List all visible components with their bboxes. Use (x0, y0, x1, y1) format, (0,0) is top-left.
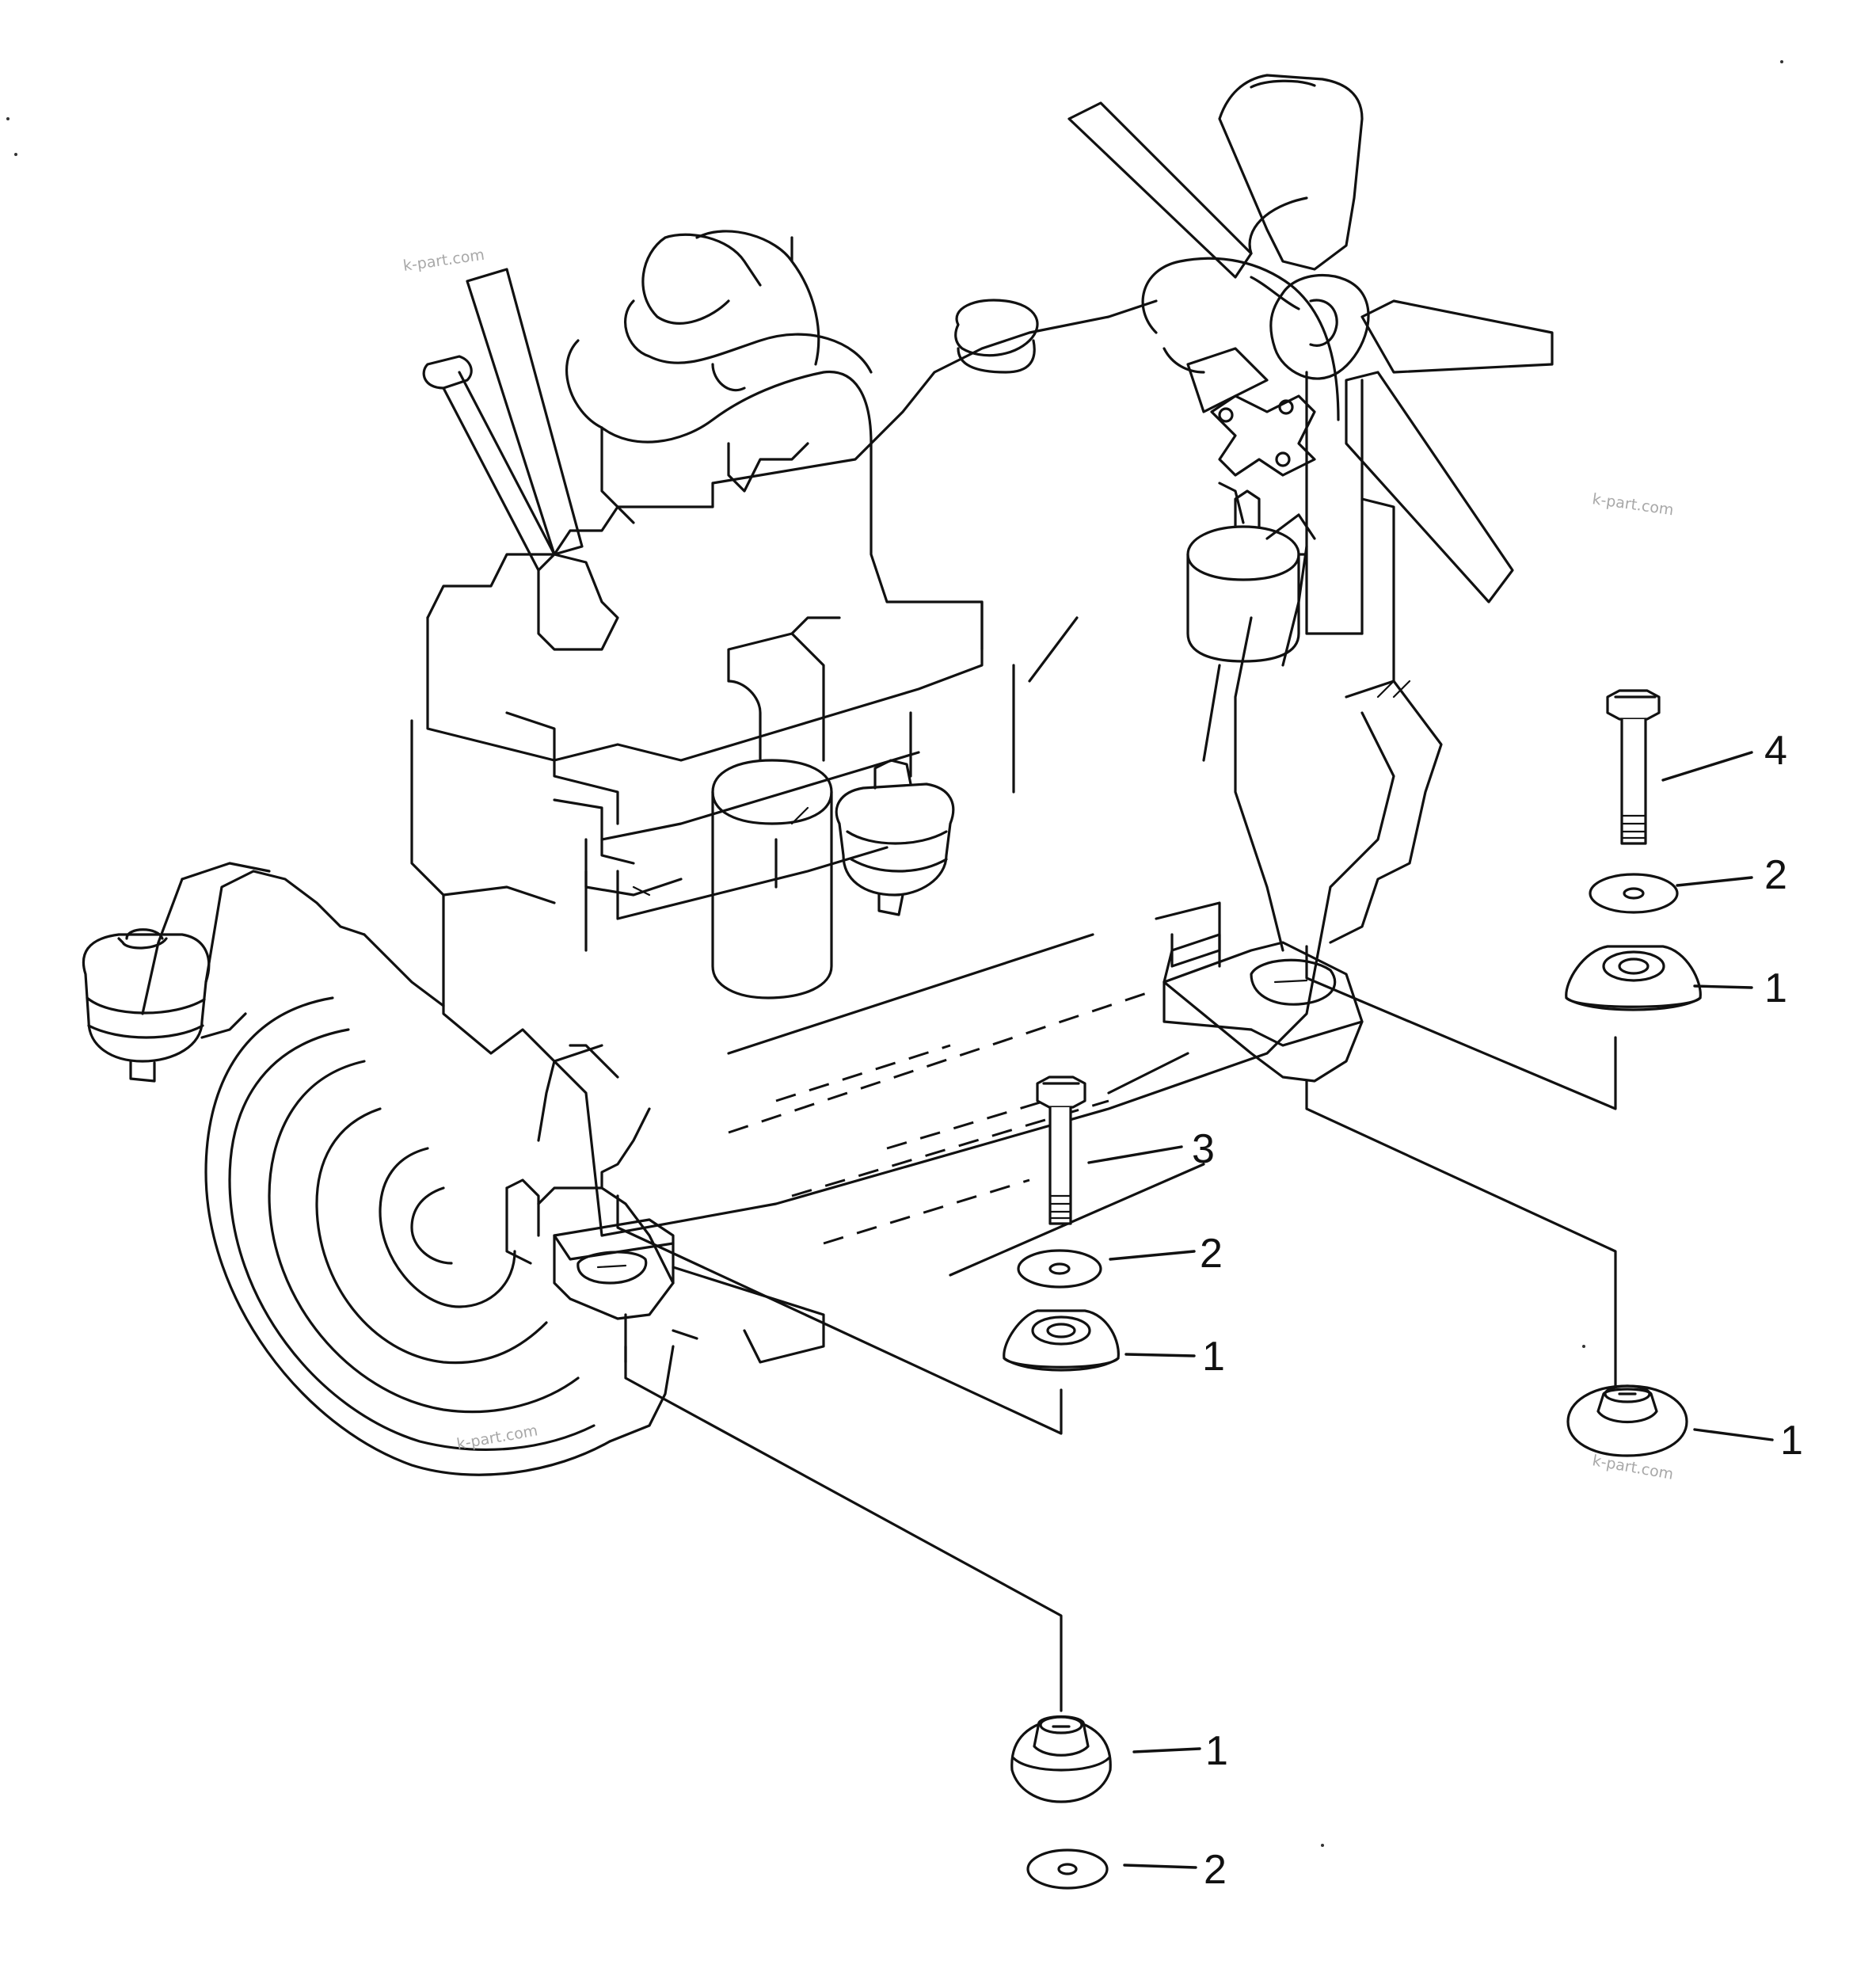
fuel-filter (1186, 489, 1316, 667)
callout-2-bottom: 2 (1204, 1847, 1227, 1893)
callout-2-right: 2 (1764, 852, 1787, 898)
bolt-4 (1606, 689, 1661, 845)
callout-labels: 4 2 1 3 2 1 1 1 2 (1192, 728, 1803, 1893)
left-cushion-on-bracket (82, 862, 366, 1083)
callout-1-bottom: 1 (1205, 1728, 1228, 1774)
oil-filler-cap (954, 299, 1039, 374)
callout-1-right-lower: 1 (1780, 1418, 1803, 1464)
callout-1-center: 1 (1202, 1334, 1225, 1380)
callout-leaders (1087, 751, 1774, 1869)
bolt-3 (1036, 1076, 1086, 1225)
intake-manifold (565, 230, 984, 651)
engine-block (410, 299, 1443, 1277)
watermark-top-right: k-part.com (1591, 490, 1675, 519)
thermostat-housing (1210, 394, 1316, 524)
cooling-fan (1067, 74, 1554, 683)
cushion-1-right-lower (1566, 1384, 1688, 1457)
flywheel-housing (204, 933, 675, 1476)
oil-filter (711, 616, 841, 999)
front-cushion-on-block (835, 759, 955, 916)
scan-specks (6, 60, 1783, 1847)
callout-2-center: 2 (1200, 1231, 1223, 1277)
cushion-1-bottom (1010, 1715, 1112, 1803)
washer-2-right (1589, 873, 1679, 914)
callout-3: 3 (1192, 1126, 1215, 1172)
rear-mount-bracket-right (1163, 933, 1364, 1083)
callout-1-right-upper: 1 (1764, 965, 1787, 1011)
washer-2-center (1017, 1249, 1102, 1289)
cushion-1-center (1003, 1309, 1120, 1372)
assembly-lines (616, 945, 1617, 1712)
cushion-1-right-upper (1565, 945, 1702, 1011)
watermark-top-left: k-part.com (402, 246, 486, 275)
washer-2-bottom (1026, 1848, 1109, 1890)
watermarks: k-part.com k-part.com k-part.com k-part.… (402, 246, 1675, 1483)
dipstick-tubes (422, 268, 619, 651)
callout-4: 4 (1764, 728, 1787, 774)
